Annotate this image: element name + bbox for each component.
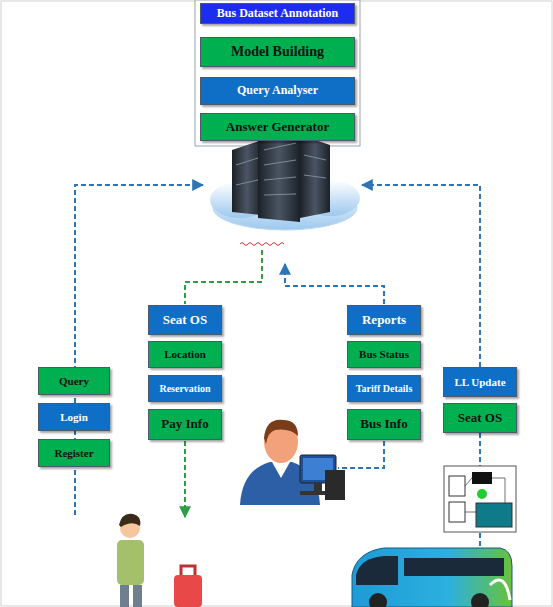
passenger-box: Reservation [148, 375, 222, 402]
box-label: Query [59, 375, 89, 387]
operator-box: Reports [347, 305, 421, 335]
operator-box: Bus Status [347, 341, 421, 368]
user-function-box: Register [38, 439, 110, 467]
box-label: Bus Status [359, 348, 409, 360]
user-function-box: Login [38, 403, 110, 431]
bus-illustration [352, 548, 512, 607]
passenger-box: Seat OS [148, 305, 222, 335]
module-box: Answer Generator [200, 113, 355, 141]
passenger-box: Pay Info [148, 409, 222, 440]
wavy-underline [240, 243, 284, 246]
operator-illustration [240, 420, 345, 505]
box-label: Bus Info [360, 417, 407, 431]
box-label: Login [60, 411, 88, 423]
box-label: Reports [362, 313, 406, 327]
passenger-box: Location [148, 341, 222, 368]
box-label: Bus Dataset Annotation [217, 7, 338, 20]
box-label: Seat OS [163, 313, 207, 327]
controller-board-illustration [444, 466, 516, 532]
dashed-links [75, 185, 480, 548]
box-label: LL Update [454, 376, 505, 388]
traveller-illustration [117, 514, 202, 607]
module-box: Query Analyser [200, 77, 355, 105]
box-label: Tariff Details [356, 383, 413, 394]
cloud-server-icon [210, 130, 360, 230]
box-label: Pay Info [161, 417, 208, 431]
box-label: Location [164, 348, 206, 360]
operator-box: Tariff Details [347, 375, 421, 402]
module-box: Bus Dataset Annotation [200, 3, 355, 24]
box-label: Answer Generator [226, 120, 329, 134]
box-label: Register [54, 447, 93, 459]
user-function-box: Query [38, 367, 110, 395]
bus-device-box: LL Update [443, 367, 517, 397]
box-label: Model Building [231, 44, 324, 59]
bus-device-box: Seat OS [443, 403, 517, 433]
box-label: Query Analyser [237, 84, 318, 97]
box-label: Seat OS [458, 411, 502, 425]
module-box: Model Building [200, 37, 355, 67]
operator-box: Bus Info [347, 409, 421, 440]
box-label: Reservation [159, 383, 210, 394]
module-panel [195, 0, 360, 146]
